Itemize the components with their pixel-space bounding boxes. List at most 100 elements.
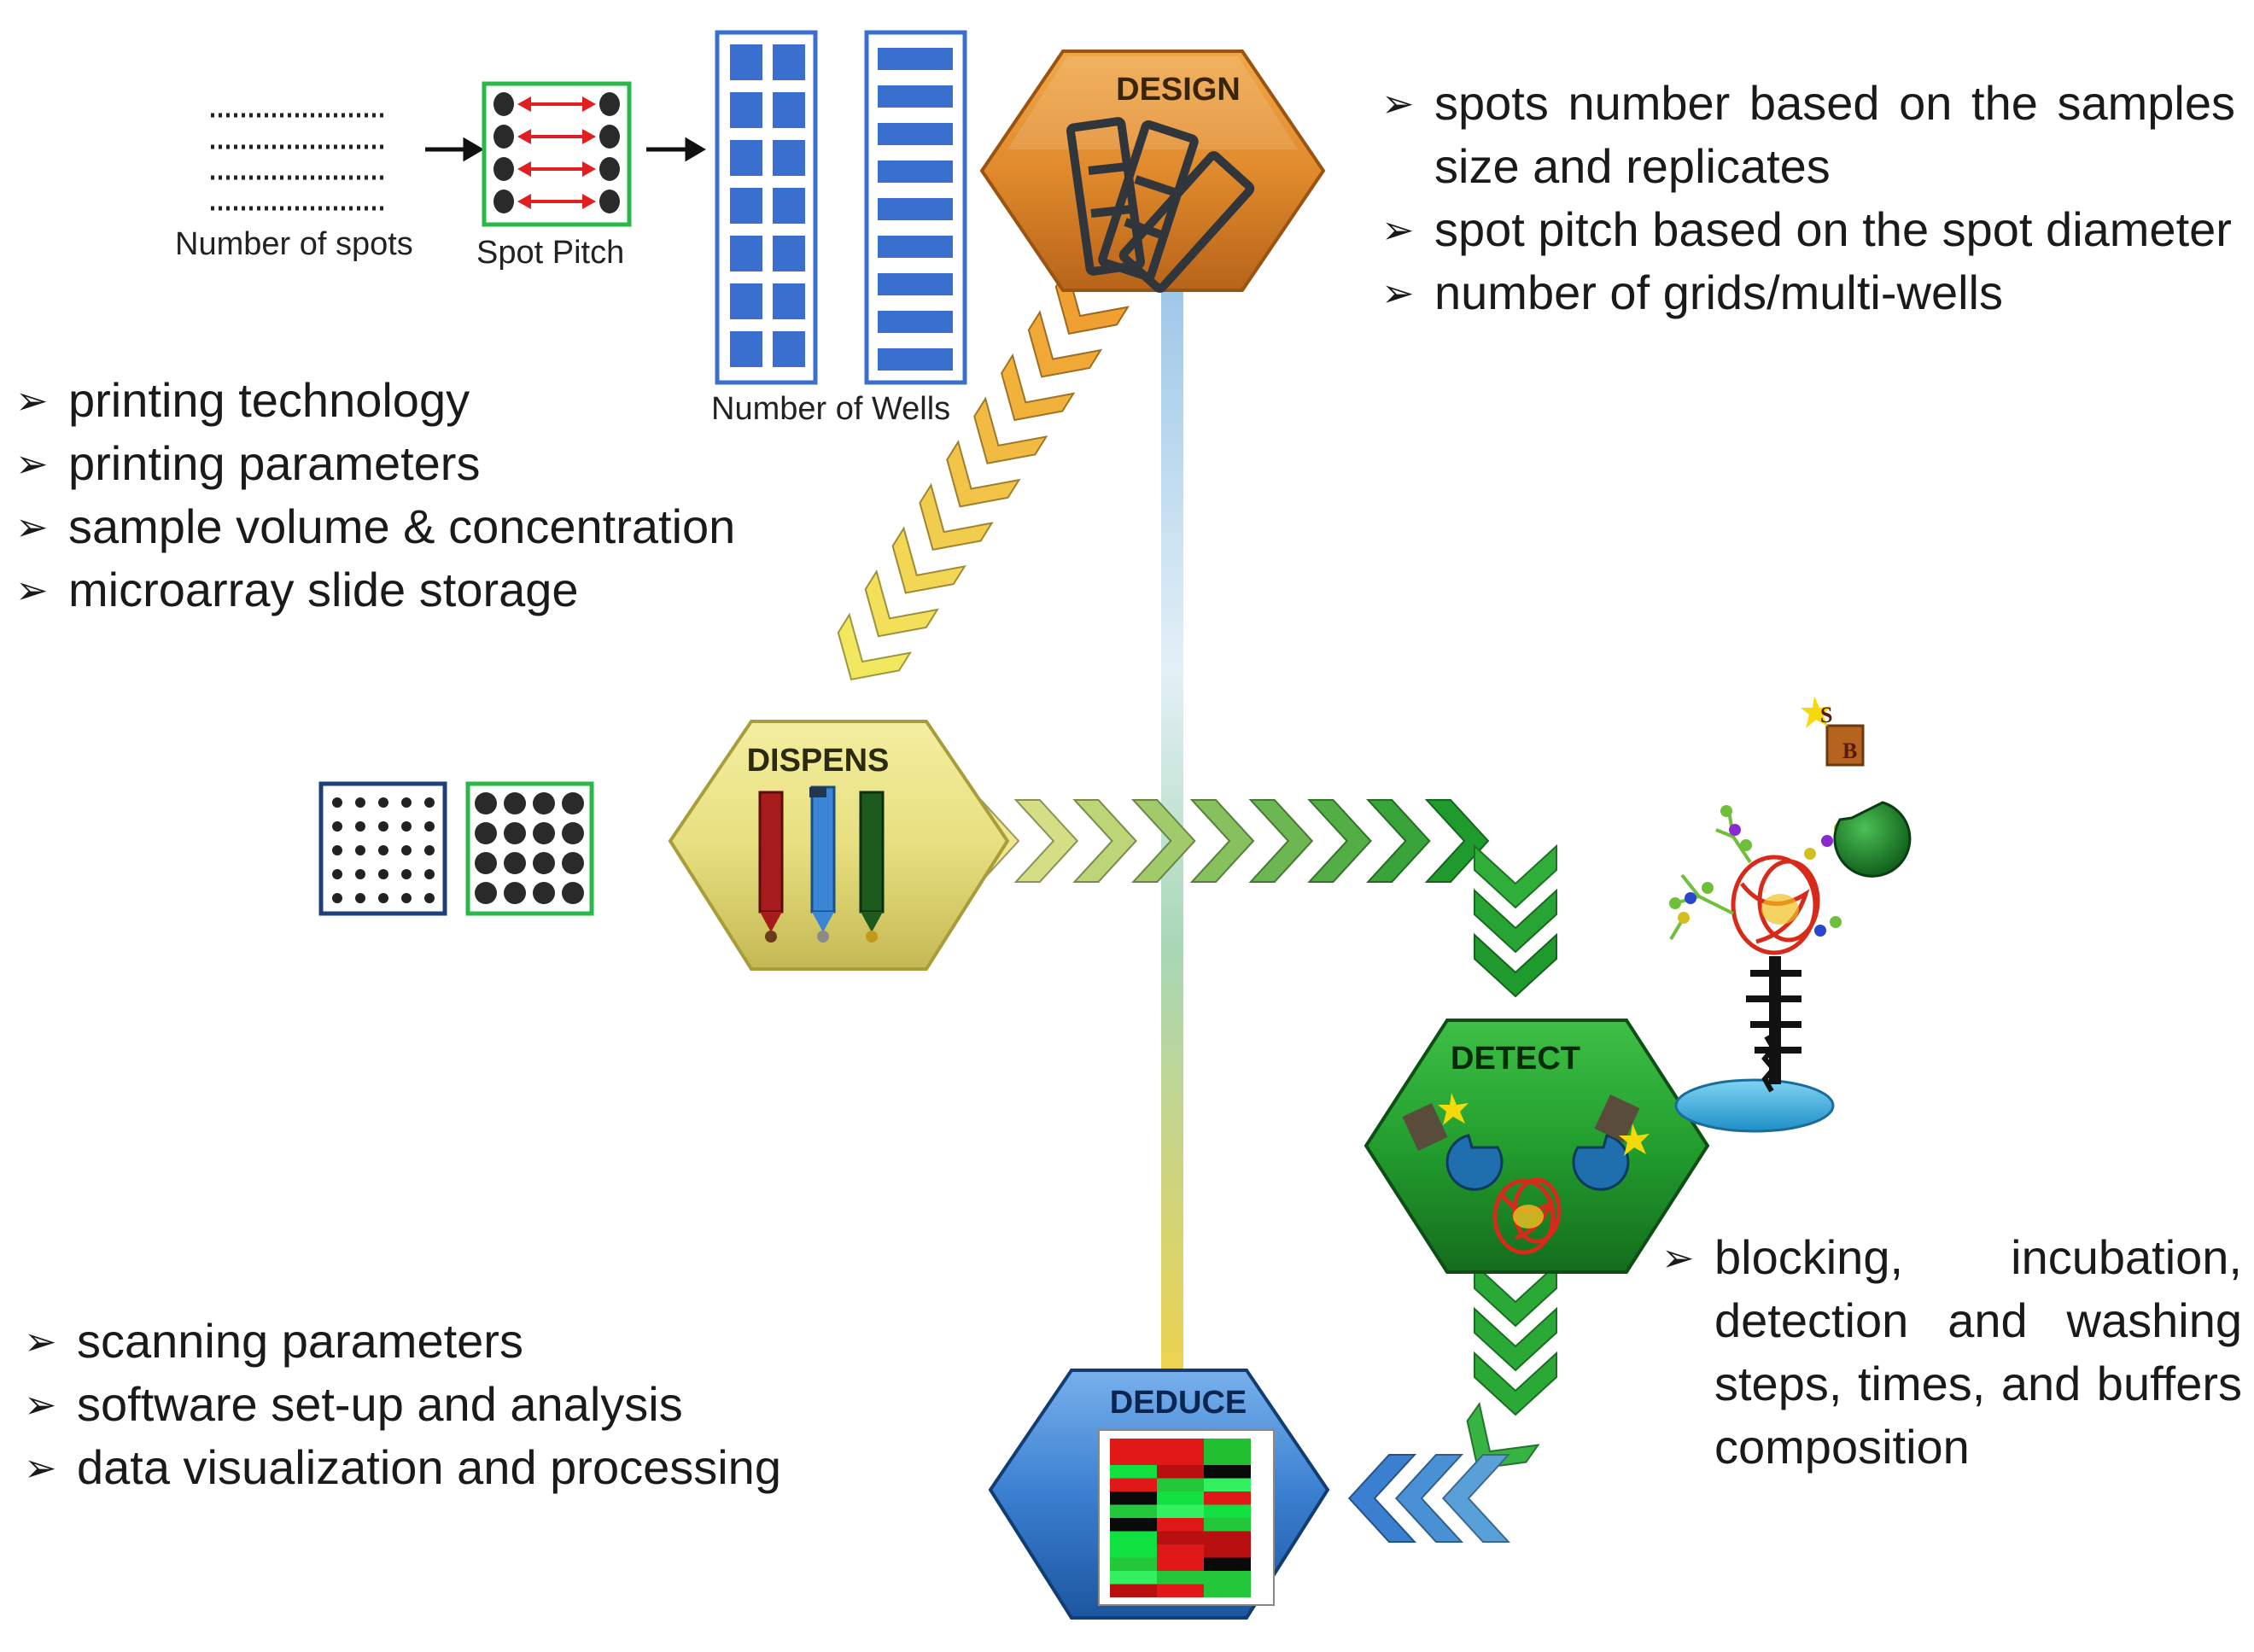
arrow-bullet-icon: ➢ (1381, 207, 1415, 252)
spot-icon (401, 821, 412, 832)
spot-icon (424, 893, 435, 903)
well-icon (730, 188, 762, 224)
arrow-bullet-icon: ➢ (15, 505, 49, 549)
chevron-arrow-icon (1189, 799, 1255, 883)
sugar-unit-icon (1678, 912, 1690, 924)
chevron-arrow-icon (1474, 888, 1557, 954)
spot-icon (493, 92, 514, 116)
heatmap-cell (1110, 1451, 1157, 1465)
well-icon (730, 236, 762, 271)
chevron-arrow-icon (837, 612, 913, 680)
spot-icon (332, 869, 342, 879)
chevron-arrow-icon (946, 440, 1021, 508)
heatmap-cell (1110, 1518, 1157, 1532)
bullet-text: spots number based on the samples size a… (1434, 76, 2235, 193)
bullet-item: ➢software set-up and analysis (24, 1373, 878, 1436)
heatmap-cell (1204, 1465, 1251, 1479)
spot-icon (562, 792, 584, 814)
spot-icon (378, 797, 388, 808)
spot-icon (533, 792, 555, 814)
well-strip-icon (878, 48, 953, 70)
sugar-unit-icon (1669, 897, 1681, 909)
spot-rows-icon (211, 113, 384, 211)
design-label: DESIGN (1116, 72, 1241, 108)
well-plate-grid-icon (715, 30, 818, 385)
design-stage (979, 50, 1326, 293)
bullet-text: software set-up and analysis (77, 1377, 683, 1431)
spot-icon (332, 797, 342, 808)
label-s: S (1820, 703, 1832, 727)
spot-icon (475, 822, 497, 844)
spot-icon (599, 190, 620, 213)
spot-icon (332, 821, 342, 832)
deduce-stage (988, 1369, 1330, 1620)
pitch-arrowhead-icon (517, 194, 531, 209)
spot-icon (475, 792, 497, 814)
deduce-notes-list: ➢scanning parameters ➢software set-up an… (24, 1310, 878, 1499)
well-strip-icon (878, 85, 953, 108)
spot-icon (504, 852, 526, 874)
dispens-stage (668, 720, 1010, 971)
bullet-text: printing parameters (68, 436, 481, 490)
bullet-text: sample volume & concentration (68, 499, 736, 553)
well-strip-icon (878, 198, 953, 220)
bullet-item: ➢ spots number based on the samples size … (1381, 72, 2235, 198)
spot-icon (355, 845, 365, 855)
spot-icon (599, 125, 620, 149)
chevron-arrow-icon (1248, 799, 1314, 883)
heatmap-cell (1204, 1531, 1251, 1544)
number-of-wells-caption: Number of Wells (711, 391, 951, 427)
spot-icon (401, 797, 412, 808)
arrow-bullet-icon: ➢ (15, 568, 49, 612)
sugar-unit-icon (1804, 848, 1816, 860)
chevron-arrow-icon (1394, 1454, 1464, 1543)
bullet-text: data visualization and processing (77, 1440, 781, 1494)
heatmap-cell (1110, 1465, 1157, 1479)
arrow-bullet-icon: ➢ (1381, 81, 1415, 126)
chevron-arrow-icon (864, 569, 939, 638)
chevron-arrow-icon (919, 482, 994, 552)
heatmap-cell (1157, 1504, 1204, 1518)
bullet-item: ➢microarray slide storage (15, 558, 869, 622)
spot-pitch-caption: Spot Pitch (476, 235, 625, 271)
chevron-arrow-icon (1474, 844, 1557, 909)
heatmap-cell (1204, 1504, 1251, 1518)
pitch-arrowhead-icon (582, 161, 596, 177)
well-icon (730, 331, 762, 367)
chevron-arrow-icon (1474, 1262, 1557, 1328)
heatmap-cell (1157, 1518, 1204, 1532)
detect-label: DETECT (1451, 1041, 1580, 1077)
spot-icon (378, 893, 388, 903)
well-icon (730, 44, 762, 80)
antibody-binding-icon (1402, 1093, 1650, 1255)
chevron-path-dispens-detect (955, 799, 1490, 883)
well-icon (773, 188, 805, 224)
sugar-unit-icon (1729, 824, 1741, 836)
chevron-arrow-icon (1441, 1454, 1511, 1543)
arrow-bullet-icon: ➢ (24, 1445, 57, 1490)
spot-icon (533, 882, 555, 904)
bullet-item: ➢ spot pitch based on the spot diameter (1381, 198, 2235, 261)
chevron-arrow-icon (1131, 799, 1196, 883)
bullet-item: ➢scanning parameters (24, 1310, 878, 1373)
well-icon (773, 236, 805, 271)
bullet-item: ➢blocking, incubation, detection and was… (1661, 1226, 2242, 1479)
spot-icon (355, 869, 365, 879)
well-icon (773, 140, 805, 176)
deduce-label: DEDUCE (1110, 1385, 1247, 1421)
heatmap-cell (1110, 1504, 1157, 1518)
spot-pitch-icon (482, 81, 632, 227)
spot-icon (562, 882, 584, 904)
spot-icon (475, 882, 497, 904)
spot-icon (504, 792, 526, 814)
chevron-arrow-icon (1474, 932, 1557, 998)
bullet-item: ➢ data visualization and processing (24, 1436, 878, 1499)
bullet-text: spot pitch based on the spot diameter (1434, 202, 2232, 256)
chevron-path-down-deduce (1466, 1262, 1557, 1470)
heatmap-cell (1157, 1465, 1204, 1479)
well-icon (730, 140, 762, 176)
heatmap-cell (1110, 1439, 1157, 1452)
heatmap-cell (1110, 1478, 1157, 1491)
